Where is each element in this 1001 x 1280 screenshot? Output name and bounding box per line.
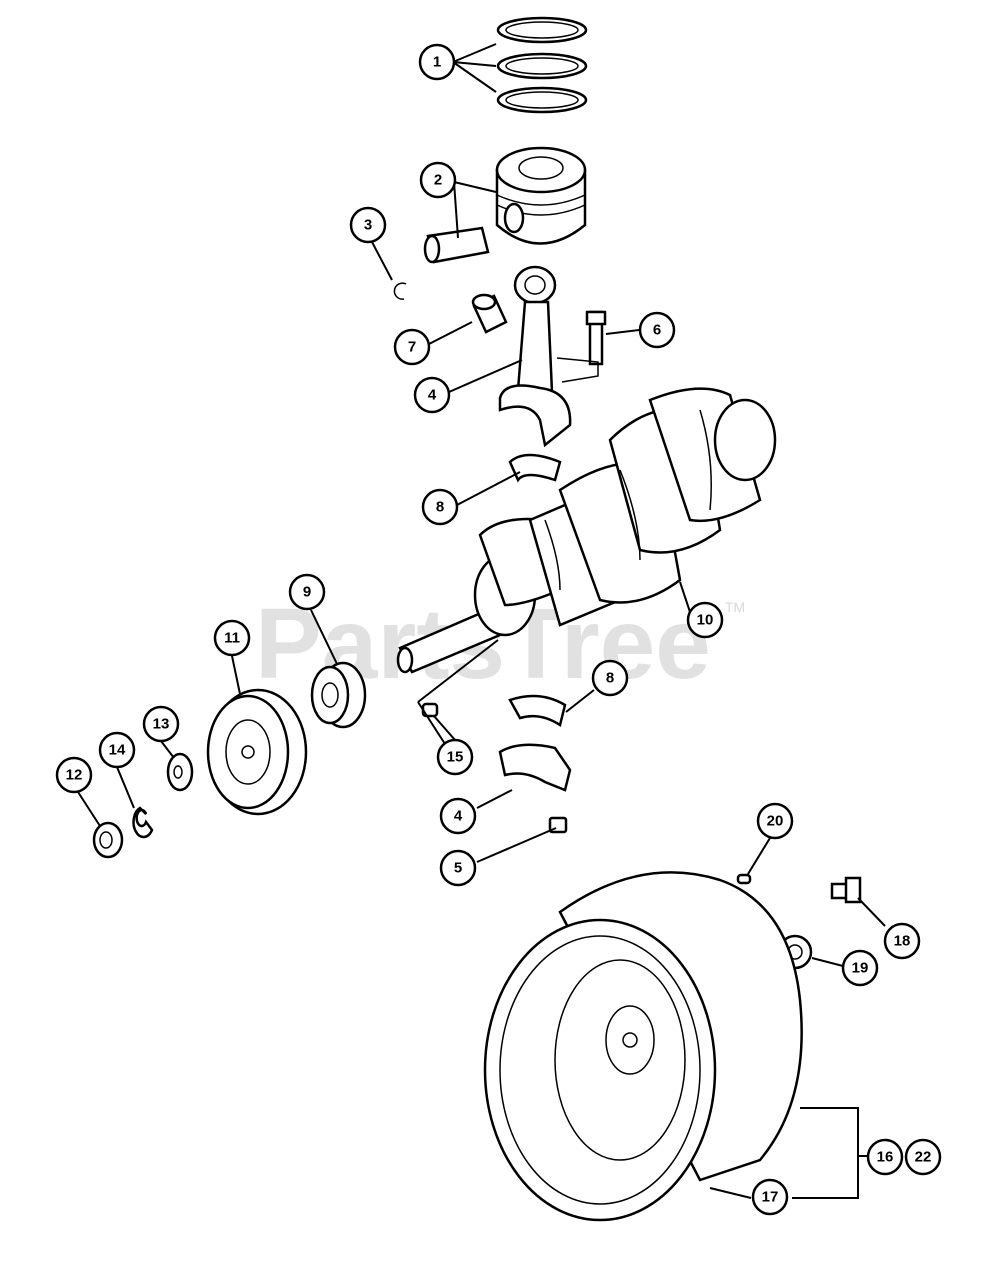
- svg-text:10: 10: [697, 612, 714, 629]
- callout-14: 14: [98, 731, 136, 769]
- callout-6: 6: [638, 311, 676, 349]
- callout-8-lower: 8: [591, 659, 629, 697]
- svg-text:20: 20: [767, 813, 784, 830]
- svg-text:22: 22: [915, 1149, 932, 1166]
- rod-bolt: [585, 310, 607, 366]
- svg-text:8: 8: [606, 670, 614, 687]
- connecting-rod: [498, 265, 572, 448]
- callout-11: 11: [213, 619, 251, 657]
- callout-15: 15: [436, 738, 474, 776]
- crankshaft: [396, 387, 777, 674]
- svg-text:19: 19: [852, 960, 869, 977]
- callout-17: 17: [751, 1178, 789, 1216]
- svg-text:5: 5: [454, 860, 462, 877]
- flywheel: [483, 871, 803, 1222]
- svg-text:17: 17: [762, 1189, 779, 1206]
- crank-gear: [310, 661, 367, 729]
- flywheel-bolt: [830, 876, 862, 904]
- svg-text:18: 18: [894, 933, 911, 950]
- callout-19: 19: [841, 949, 879, 987]
- callout-1: 1: [418, 43, 456, 81]
- svg-text:4: 4: [454, 808, 463, 825]
- callout-20: 20: [756, 802, 794, 840]
- callout-3: 3: [349, 206, 387, 244]
- callout-4-cap: 4: [439, 797, 477, 835]
- svg-text:12: 12: [66, 767, 83, 784]
- svg-text:11: 11: [224, 630, 240, 647]
- callout-22: 22: [904, 1138, 942, 1176]
- svg-text:1: 1: [433, 54, 441, 71]
- callout-18: 18: [883, 922, 921, 960]
- callout-10: 10: [686, 601, 724, 639]
- bushing: [471, 293, 508, 334]
- svg-text:7: 7: [408, 339, 416, 356]
- svg-text:15: 15: [447, 749, 464, 766]
- lock-washer: [132, 806, 154, 839]
- dowel-pin: [736, 873, 752, 885]
- piston: [495, 146, 587, 245]
- bearing-shell-lower: [508, 694, 567, 728]
- snap-ring: [393, 282, 407, 300]
- svg-text:13: 13: [153, 716, 170, 733]
- svg-text:16: 16: [877, 1149, 894, 1166]
- piston-pin: [423, 226, 490, 264]
- rod-cap: [498, 743, 572, 792]
- leader-lines: [77, 43, 886, 1199]
- callout-13: 13: [142, 705, 180, 743]
- washer: [166, 752, 194, 792]
- bearing-shell-upper: [508, 453, 562, 483]
- svg-text:9: 9: [303, 584, 311, 601]
- svg-text:6: 6: [653, 322, 661, 339]
- rod-assembly-line: [556, 357, 599, 383]
- callouts: 1 2 3 6 7 4 8 10: [55, 43, 942, 1216]
- crank-pulley: [206, 688, 308, 816]
- callout-4-rod: 4: [413, 376, 451, 414]
- callout-5: 5: [439, 849, 477, 887]
- svg-text:3: 3: [364, 217, 372, 234]
- svg-text:2: 2: [434, 172, 442, 189]
- callout-12: 12: [55, 756, 93, 794]
- svg-text:8: 8: [436, 499, 444, 516]
- piston-rings: [496, 16, 588, 114]
- svg-text:14: 14: [109, 742, 126, 759]
- pulley-nut: [92, 821, 124, 859]
- callout-7: 7: [393, 328, 431, 366]
- callout-9: 9: [288, 573, 326, 611]
- svg-text:4: 4: [428, 387, 437, 404]
- callout-2: 2: [419, 161, 457, 199]
- watermark-trademark: TM: [725, 599, 745, 615]
- callout-8-upper: 8: [421, 488, 459, 526]
- callout-16: 16: [866, 1138, 904, 1176]
